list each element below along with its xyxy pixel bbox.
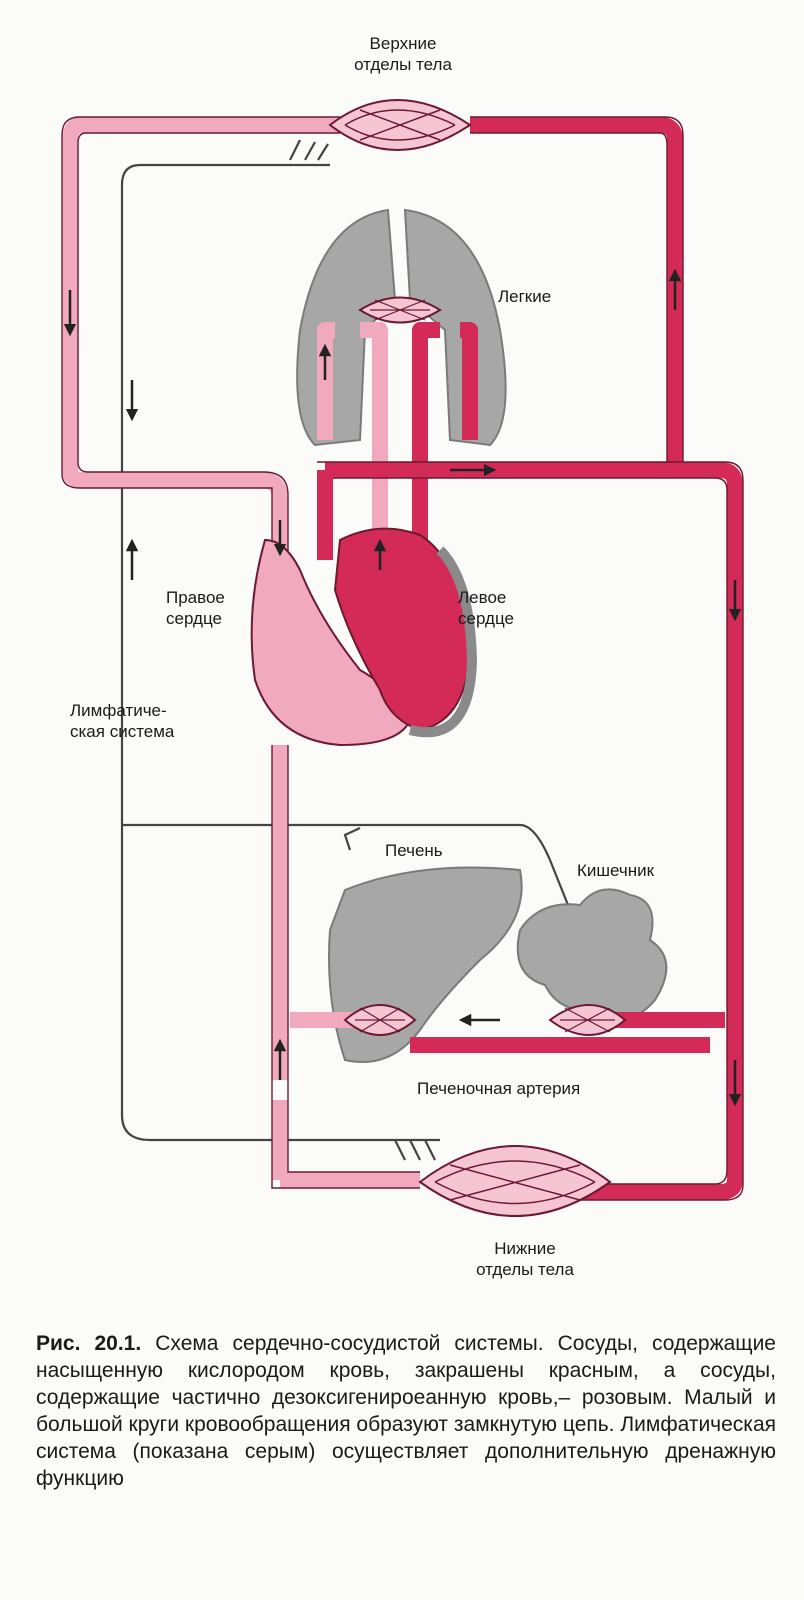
caption-text: Схема сердечно-сосудистой системы. Сосуд… bbox=[36, 1332, 776, 1490]
capillary-lungs bbox=[358, 296, 442, 324]
label-liver: Печень bbox=[385, 841, 443, 860]
deoxygenated-vessels bbox=[62, 117, 420, 1188]
liver-shape bbox=[328, 866, 523, 1063]
right-heart-shape bbox=[250, 538, 412, 747]
label-left-heart: Левое сердце bbox=[458, 588, 514, 628]
capillary-intestine bbox=[548, 1004, 627, 1036]
label-lungs: Легкие bbox=[498, 287, 552, 306]
capillary-liver bbox=[343, 1004, 417, 1036]
label-right-heart: Правое сердце bbox=[166, 588, 225, 628]
oxygenated-vessels bbox=[317, 117, 743, 1200]
label-lymph-system: Лимфатиче- ская система bbox=[70, 701, 175, 741]
label-upper-body: Верхние отделы тела bbox=[354, 34, 452, 74]
label-lower-body: Нижние отделы тела bbox=[476, 1239, 574, 1279]
caption-figure-number: Рис. 20.1. bbox=[36, 1332, 142, 1355]
label-hepatic-artery: Печеночная артерия bbox=[417, 1079, 581, 1098]
capillary-lower-body bbox=[418, 1145, 612, 1217]
lymphatic-lines bbox=[120, 139, 592, 1161]
intestine-shape bbox=[516, 888, 668, 1019]
oxygenated-outlines bbox=[317, 116, 744, 1201]
capillary-upper-body bbox=[328, 99, 472, 151]
figure-caption: Рис. 20.1. Схема сердечно-сосудистой сис… bbox=[36, 1330, 776, 1492]
heart-outline-grey bbox=[408, 546, 478, 738]
deoxygenated-outlines bbox=[61, 116, 420, 1189]
flow-arrows bbox=[63, 268, 742, 1107]
left-heart-shape bbox=[333, 527, 472, 732]
label-intestine: Кишечник bbox=[577, 861, 655, 880]
circulatory-diagram bbox=[61, 99, 744, 1217]
